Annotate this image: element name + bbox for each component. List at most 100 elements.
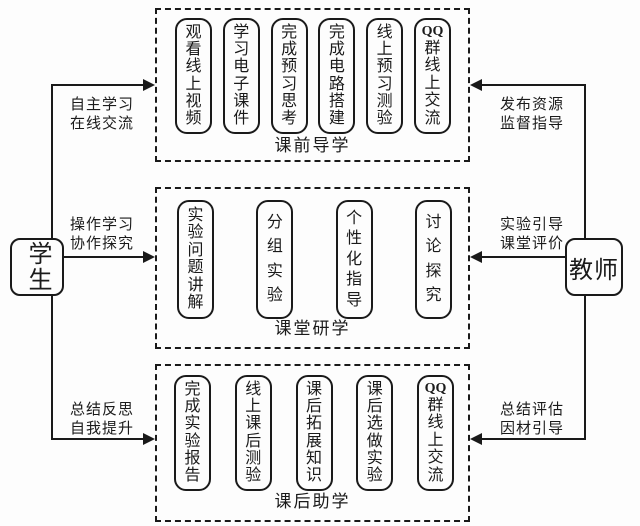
- task-pill-char: 课: [305, 381, 322, 399]
- task-pill-char: 知: [305, 449, 322, 467]
- task-pill-char: 验: [184, 432, 201, 450]
- task-pill: 完成实验报告: [174, 375, 211, 491]
- teacher-inclass-arrow-line: [482, 256, 565, 258]
- task-pill-char: 电: [233, 58, 250, 76]
- task-pill: 实验问题讲解: [177, 200, 214, 319]
- task-pill-char: 告: [184, 466, 201, 484]
- task-pill-char: 思: [281, 92, 298, 110]
- task-pill-char: 子: [233, 75, 250, 93]
- task-pill-char: 实: [266, 262, 283, 280]
- student-inclass-action-label: 操作学习 协作探究: [58, 216, 146, 254]
- stage-title-in-class: 课堂研学: [274, 319, 351, 338]
- task-pill-char: 线: [376, 24, 393, 42]
- arrowhead-left-icon: [470, 79, 482, 91]
- task-pill-char: 问: [187, 241, 204, 259]
- task-pill-char: 成: [281, 41, 298, 59]
- task-pill-char: 组: [266, 238, 283, 256]
- task-pill-char: 课: [245, 415, 262, 433]
- task-pill-char: 上: [185, 75, 202, 93]
- task-pill-char: 成: [328, 41, 345, 59]
- label-line: 自我提升: [69, 420, 134, 437]
- label-line: 因材引导: [499, 420, 564, 437]
- task-pill-char: 交: [424, 92, 441, 110]
- task-pill: 个性化指导: [335, 200, 373, 319]
- task-pill-char: 流: [427, 466, 444, 484]
- task-pill-char: 路: [328, 75, 345, 93]
- task-pill-char: 验: [187, 224, 204, 242]
- student-node: 学生: [10, 238, 64, 296]
- task-pill-char: 论: [425, 238, 442, 256]
- task-pill-char: 展: [305, 432, 322, 450]
- arrowhead-left-icon: [470, 251, 482, 263]
- task-pill-char: 后: [245, 432, 262, 450]
- stage-title-pre-class: 课前导学: [274, 136, 351, 155]
- label-line: 操作学习: [69, 217, 134, 233]
- task-pill-char: 实: [187, 206, 204, 224]
- task-pill: 课后拓展知识: [295, 375, 333, 491]
- teacher-preclass-action-label: 发布资源 监督指导: [486, 96, 578, 134]
- teacher-afterclass-action-label: 总结评估 因材引导: [486, 401, 578, 439]
- task-pill-char: 电: [328, 58, 345, 76]
- task-pill-char: 完: [328, 24, 345, 42]
- label-line: 监督指导: [499, 115, 564, 132]
- student-afterclass-action-label: 总结反思 自我提升: [58, 401, 146, 439]
- label-line: 课堂评价: [499, 235, 564, 252]
- student-up-connector-line: [51, 85, 53, 238]
- task-pill-char: 测: [376, 92, 393, 110]
- label-line: 发布资源: [499, 97, 564, 113]
- task-pill-char: 上: [427, 431, 444, 449]
- task-pill-char: 预: [376, 58, 393, 76]
- task-pill: 线上课后测验: [234, 375, 272, 491]
- task-pill-char: 线: [424, 57, 441, 75]
- task-pill-char: 频: [185, 109, 202, 127]
- task-pill-char: 课: [233, 92, 250, 110]
- task-pill-char: 群: [427, 396, 444, 414]
- task-pill-char: 交: [427, 449, 444, 467]
- task-pill: 完成电路搭建: [318, 18, 356, 134]
- task-pill-char: QQ: [424, 381, 447, 397]
- task-pill-char: 拓: [305, 415, 322, 433]
- task-pill-char: 习: [376, 75, 393, 93]
- task-pill-char: 建: [328, 109, 345, 127]
- task-pill-char: 报: [184, 449, 201, 467]
- task-pill-char: 做: [366, 432, 383, 450]
- arrowhead-left-icon: [470, 433, 482, 445]
- label-line: 自主学习: [69, 97, 134, 113]
- task-pill-char: 选: [366, 415, 383, 433]
- task-pill: 线上预习测验: [366, 18, 404, 134]
- task-pill-char: 讨: [425, 213, 442, 231]
- task-pill-char: 观: [185, 24, 202, 42]
- task-pill: 学习电子课件: [222, 18, 260, 134]
- task-pill-char: 完: [184, 381, 201, 399]
- stage-title-after-class: 课后助学: [274, 492, 351, 511]
- label-line: 协作探究: [69, 235, 134, 252]
- teacher-inclass-action-label: 实验引导 课堂评价: [486, 216, 578, 254]
- task-pill-char: 流: [424, 109, 441, 127]
- task-pill-char: 讲: [187, 276, 204, 294]
- task-pill-char: 实: [366, 449, 383, 467]
- task-pill-char: 群: [424, 39, 441, 57]
- teacher-down-connector-line: [584, 296, 586, 439]
- task-pill-char: 探: [425, 262, 442, 280]
- arrowhead-right-icon: [143, 79, 155, 91]
- task-pill-char: 性: [346, 230, 363, 247]
- arrowhead-right-icon: [143, 433, 155, 445]
- task-pill-char: 课: [366, 381, 383, 399]
- task-pill-char: 上: [424, 74, 441, 92]
- task-pill-char: 测: [245, 449, 262, 467]
- task-pill-char: 习: [281, 75, 298, 93]
- in-class-task-list: 实验问题讲解分组实验个性化指导讨论探究: [177, 200, 452, 319]
- task-pill-char: 件: [233, 109, 250, 127]
- student-preclass-arrow-line: [51, 84, 143, 86]
- teacher-afterclass-arrow-line: [482, 438, 586, 440]
- task-pill-char: 分: [266, 213, 283, 231]
- task-pill-char: 个: [346, 209, 363, 227]
- task-pill: 完成预习思考: [270, 18, 308, 134]
- task-pill-char: 考: [281, 109, 298, 127]
- student-node-label: 学生: [24, 241, 50, 293]
- task-pill: 观看线上视频: [175, 18, 212, 134]
